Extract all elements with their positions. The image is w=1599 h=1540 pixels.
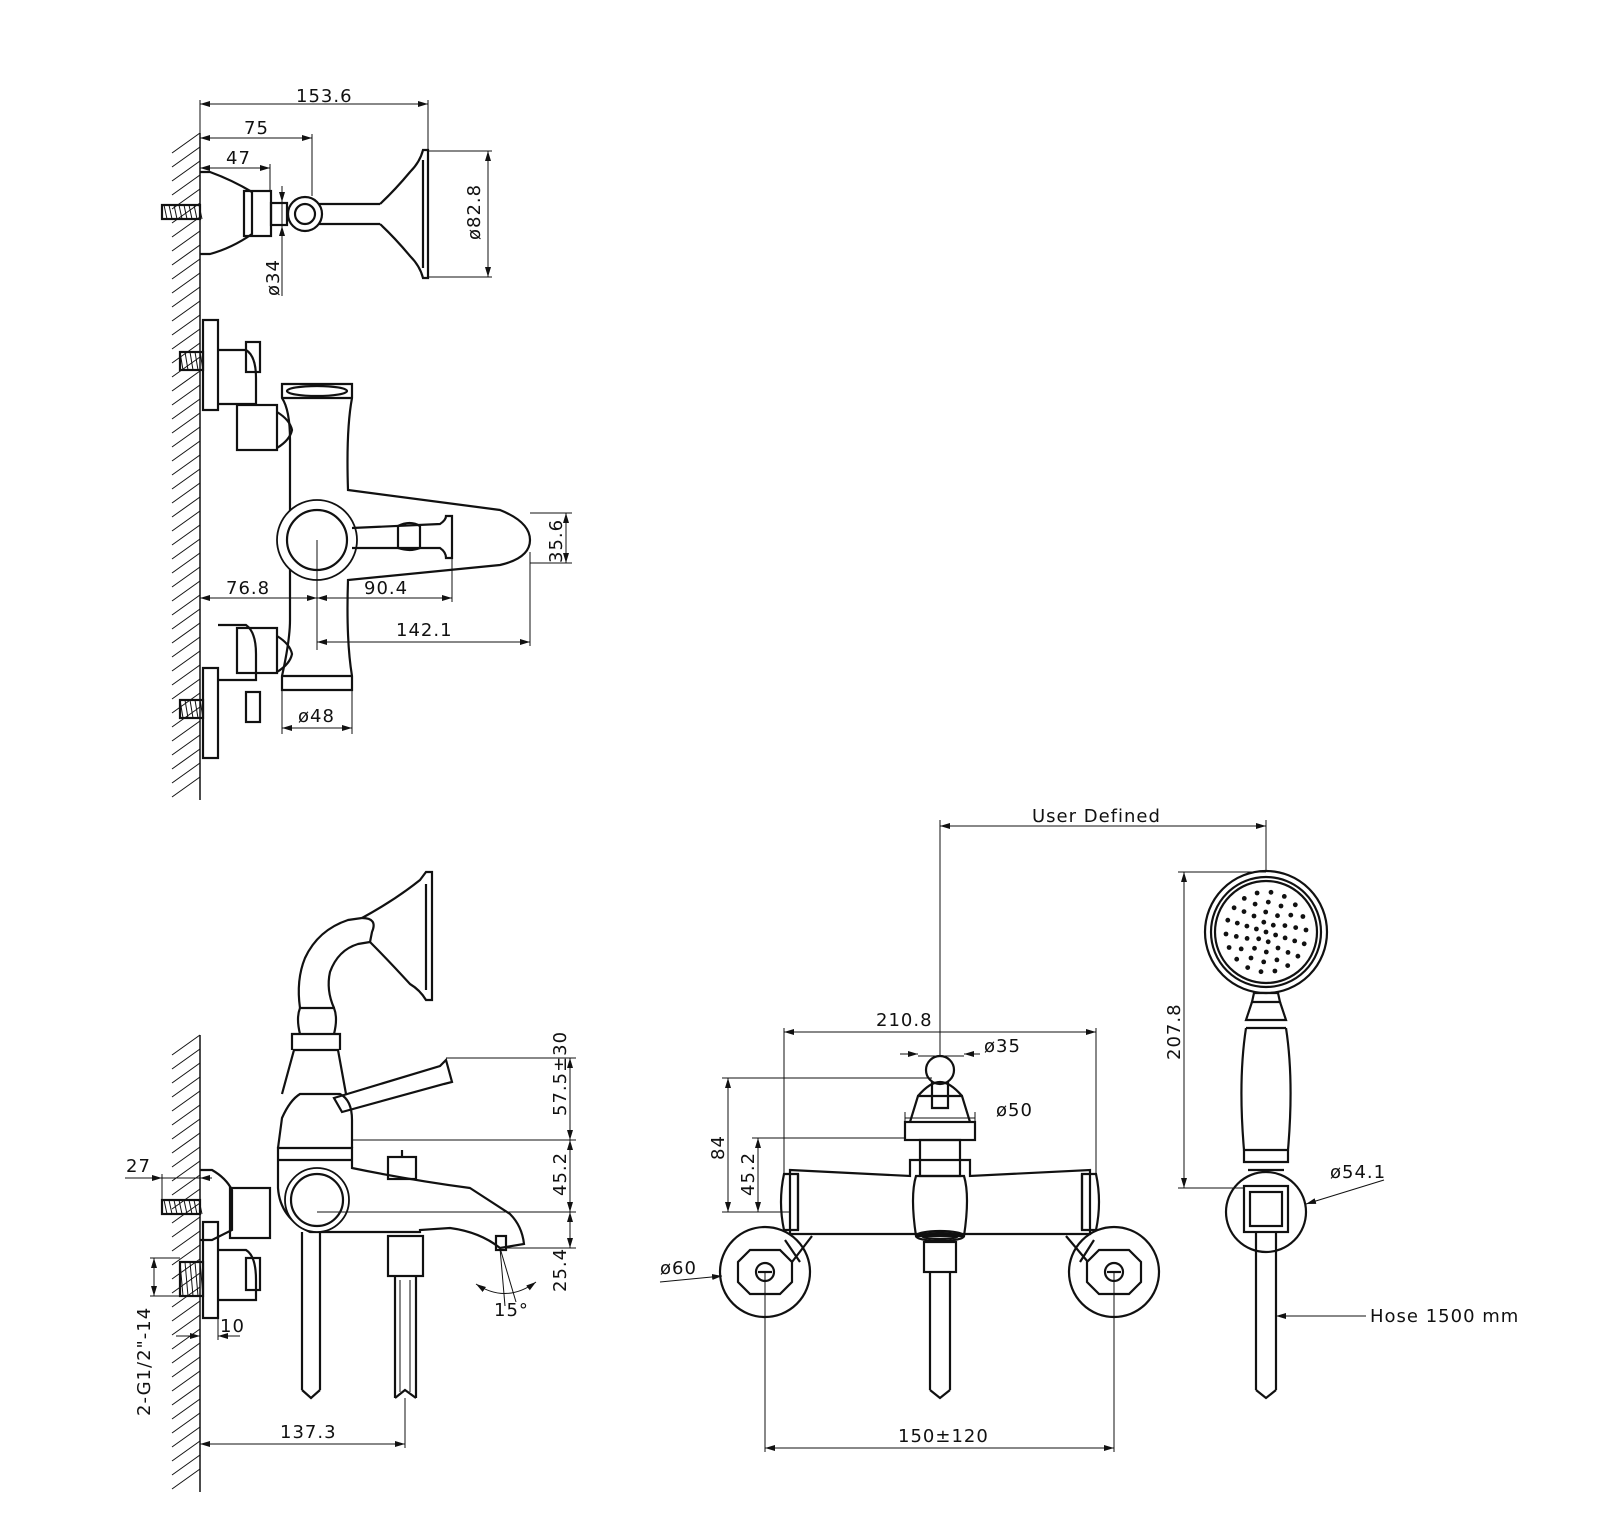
front-view-body (718, 1054, 1161, 1400)
dim-text: 207.8 (1164, 1003, 1185, 1060)
dim-side-h2: 45.2 (317, 1140, 576, 1213)
dim-text: 57.5±30 (550, 1031, 571, 1116)
dim-front-user-defined: User Defined (939, 806, 1267, 1056)
dim-plan-dia-body: ø48 (281, 690, 353, 734)
dim-text: 45.2 (550, 1152, 571, 1196)
dim-top-dia-head: ø82.8 (428, 150, 492, 278)
dim-front-dia-div: ø50 (904, 1100, 1033, 1124)
dim-text: ø50 (996, 1100, 1033, 1121)
dim-front-width: 210.8 (783, 1010, 1097, 1174)
dim-front-centers: 150±120 (764, 1272, 1115, 1452)
dim-front-dia-flange: ø60 (659, 1258, 723, 1283)
dim-plan-handle-h: 35.6 (530, 512, 572, 564)
dim-side-h1: 57.5±30 (352, 1031, 576, 1141)
dim-text: 10 (220, 1316, 245, 1337)
dim-text: 35.6 (546, 519, 567, 563)
holder-side-view (160, 148, 430, 280)
dim-text: ø48 (298, 706, 335, 727)
dim-text: 84 (708, 1135, 729, 1160)
dim-side-h3: 25.4 (506, 1212, 576, 1292)
wall-hatch-bottom (171, 1034, 201, 1492)
dim-shower-dia: ø54.1 (1305, 1162, 1386, 1205)
dim-side-angle: 15° (475, 1247, 537, 1321)
hand-shower-view (1203, 869, 1329, 1400)
dim-side-thread: 2-G1/2"-14 (134, 1257, 180, 1416)
dim-text: 210.8 (876, 1010, 933, 1031)
dim-text: ø54.1 (1330, 1162, 1386, 1183)
dim-top-flange: 47 (200, 148, 271, 190)
dim-text: ø60 (660, 1258, 697, 1279)
dim-top-dia-pipe: ø34 (263, 186, 285, 296)
dim-text: 142.1 (396, 620, 453, 641)
dim-text: ø35 (984, 1036, 1021, 1057)
dim-text: 137.3 (280, 1422, 337, 1443)
dim-plan-spout-len: 142.1 (317, 552, 531, 646)
dim-side-spout-reach: 137.3 (200, 1398, 406, 1448)
dim-hose: Hose 1500 mm (1276, 1306, 1519, 1327)
dim-text: 75 (244, 118, 269, 139)
dim-top-overall: 153.6 (199, 86, 429, 170)
dim-top-arm: 75 (200, 118, 313, 196)
dim-front-dia-knob: ø35 (900, 1036, 1021, 1057)
plan-view-body (178, 318, 532, 760)
dim-text: 2-G1/2"-14 (134, 1307, 155, 1416)
dim-text: 153.6 (296, 86, 353, 107)
dim-text: 15° (494, 1300, 529, 1321)
dim-text: ø82.8 (464, 184, 485, 240)
dim-text: Hose 1500 mm (1370, 1306, 1519, 1327)
dim-text: User Defined (1032, 806, 1161, 827)
dim-text: 27 (126, 1156, 151, 1177)
dim-shower-len: 207.8 (1164, 871, 1266, 1189)
dim-text: 47 (226, 148, 251, 169)
dim-text: 76.8 (226, 578, 270, 599)
dim-side-flange: 27 (125, 1156, 212, 1200)
dim-text: ø34 (263, 259, 284, 296)
dim-text: 90.4 (364, 578, 408, 599)
dim-front-h452: 45.2 (738, 1137, 905, 1212)
dim-text: 45.2 (738, 1152, 759, 1196)
dim-plan-handle-len: 90.4 (317, 558, 453, 602)
dim-side-thread-len: 10 (176, 1296, 245, 1340)
dim-text: 150±120 (898, 1426, 989, 1447)
side-view-body (160, 870, 526, 1400)
dim-front-h84: 84 (708, 1077, 932, 1213)
dim-text: 25.4 (550, 1248, 571, 1292)
